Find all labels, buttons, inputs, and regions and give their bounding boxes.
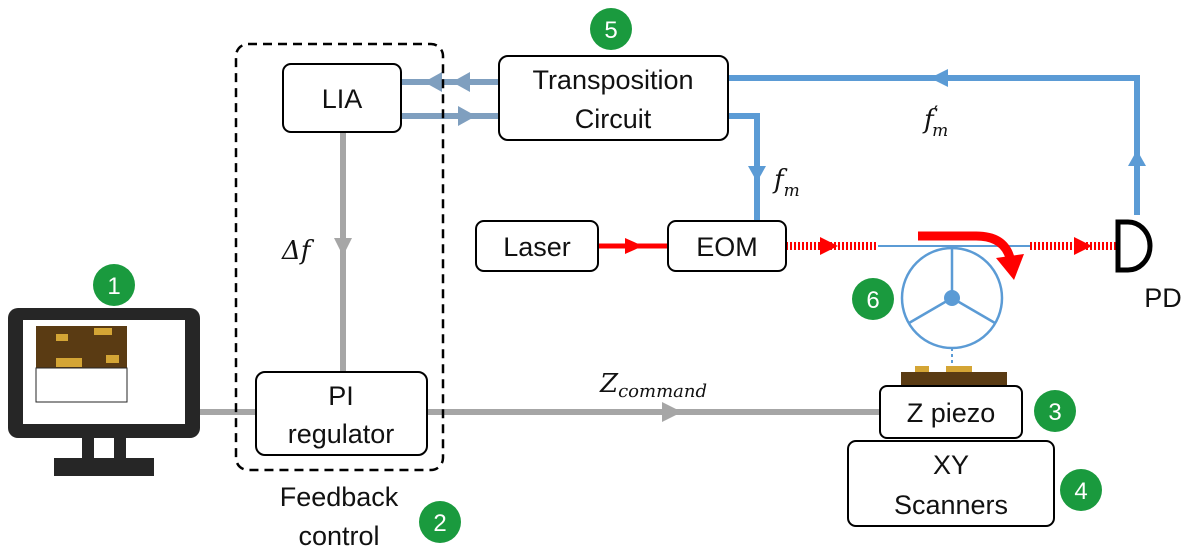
fm-label: fm xyxy=(772,165,800,201)
to-transposition-arrowhead xyxy=(458,106,476,126)
pi-regulator-block: PI regulator xyxy=(255,371,428,456)
lia-block: LIA xyxy=(282,63,402,133)
feedback-control-frame xyxy=(234,42,445,472)
zcommand-text: Z xyxy=(599,369,619,399)
circuit-label: Circuit xyxy=(575,104,652,134)
delta-f-text: Δf xyxy=(281,236,315,266)
z-piezo-block: Z piezo xyxy=(879,385,1023,439)
fm-prime-mark: ′ xyxy=(934,101,939,125)
z-piezo-label: Z piezo xyxy=(907,398,996,428)
fm-prime-label: f′m xyxy=(922,101,948,141)
laser-beams xyxy=(598,237,1118,255)
delta-f-arrowhead xyxy=(334,238,352,256)
resonator-spoke xyxy=(951,296,996,325)
sample-feature xyxy=(946,366,972,372)
screen-image-feature xyxy=(106,355,119,363)
pd-to-transposition-line xyxy=(728,75,1140,215)
pi-label: PI xyxy=(328,381,354,411)
badge-4: 4 xyxy=(1060,469,1102,511)
fm-down-arrowhead xyxy=(748,166,766,182)
photodiode-icon xyxy=(1115,219,1153,273)
laser-block: Laser xyxy=(475,220,599,272)
fm-prime-arrowhead xyxy=(930,69,948,87)
pd-label: PD xyxy=(1144,283,1182,313)
monitor-neck xyxy=(114,438,126,460)
lia-label: LIA xyxy=(322,84,363,114)
zcommand-arrowhead xyxy=(662,402,682,422)
light-coupling-arrow xyxy=(918,231,1015,260)
badge-4-number: 4 xyxy=(1074,478,1087,505)
feedback-label: Feedback xyxy=(280,482,399,512)
badge-3-number: 3 xyxy=(1048,399,1061,426)
to-lia-arrowhead-2 xyxy=(452,72,470,92)
badge-1: 1 xyxy=(93,264,135,306)
screen-image-feature xyxy=(94,328,112,335)
xy-scanners-block: XY Scanners xyxy=(847,440,1055,527)
zcommand-label: Zcommand xyxy=(599,369,707,402)
transposition-to-eom-line xyxy=(728,113,760,221)
badge-6-number: 6 xyxy=(866,287,879,314)
transposition-label: Transposition xyxy=(532,65,693,95)
eom-block: EOM xyxy=(667,220,787,272)
eom-label: EOM xyxy=(696,232,758,262)
monitor-base xyxy=(54,458,154,476)
fm-prime-subscript: m xyxy=(932,121,948,141)
scanners-label: Scanners xyxy=(894,490,1008,520)
pd-up-arrowhead xyxy=(1128,150,1146,166)
zcommand-subscript: command xyxy=(618,381,707,402)
fm-subscript: m xyxy=(784,181,800,201)
badge-6: 6 xyxy=(852,278,894,320)
control-label: control xyxy=(298,521,379,551)
xy-label: XY xyxy=(933,450,969,480)
screen-image-feature xyxy=(56,358,82,367)
laser-arrowhead xyxy=(625,238,643,254)
resonator-hub xyxy=(944,290,960,306)
laser-label: Laser xyxy=(503,232,571,262)
blue-signal-lines xyxy=(400,69,1146,221)
resonator xyxy=(878,231,1030,366)
badge-1-number: 1 xyxy=(107,273,120,300)
badge-2-number: 2 xyxy=(433,510,446,537)
pd-beam-arrowhead xyxy=(1074,237,1092,255)
light-coupling-arrowhead xyxy=(996,254,1024,280)
delta-f-label: Δf xyxy=(281,236,315,266)
monitor-neck xyxy=(82,438,94,460)
resonator-spoke xyxy=(908,296,953,325)
screen-image-light xyxy=(35,367,128,403)
transposition-circuit-block: Transposition Circuit xyxy=(498,55,729,141)
computer-monitor-icon xyxy=(8,308,200,476)
eom-beam-arrowhead xyxy=(820,237,838,255)
badge-3: 3 xyxy=(1034,390,1076,432)
sample xyxy=(901,366,1007,386)
badge-2: 2 xyxy=(419,501,461,543)
sample-substrate xyxy=(901,372,1007,386)
to-lia-arrowhead-1 xyxy=(424,72,442,92)
regulator-label: regulator xyxy=(288,419,395,449)
gray-signal-lines xyxy=(200,131,880,422)
badge-5: 5 xyxy=(590,8,632,50)
badge-5-number: 5 xyxy=(604,17,617,44)
sample-feature xyxy=(915,366,929,372)
screen-image-feature xyxy=(56,334,68,341)
